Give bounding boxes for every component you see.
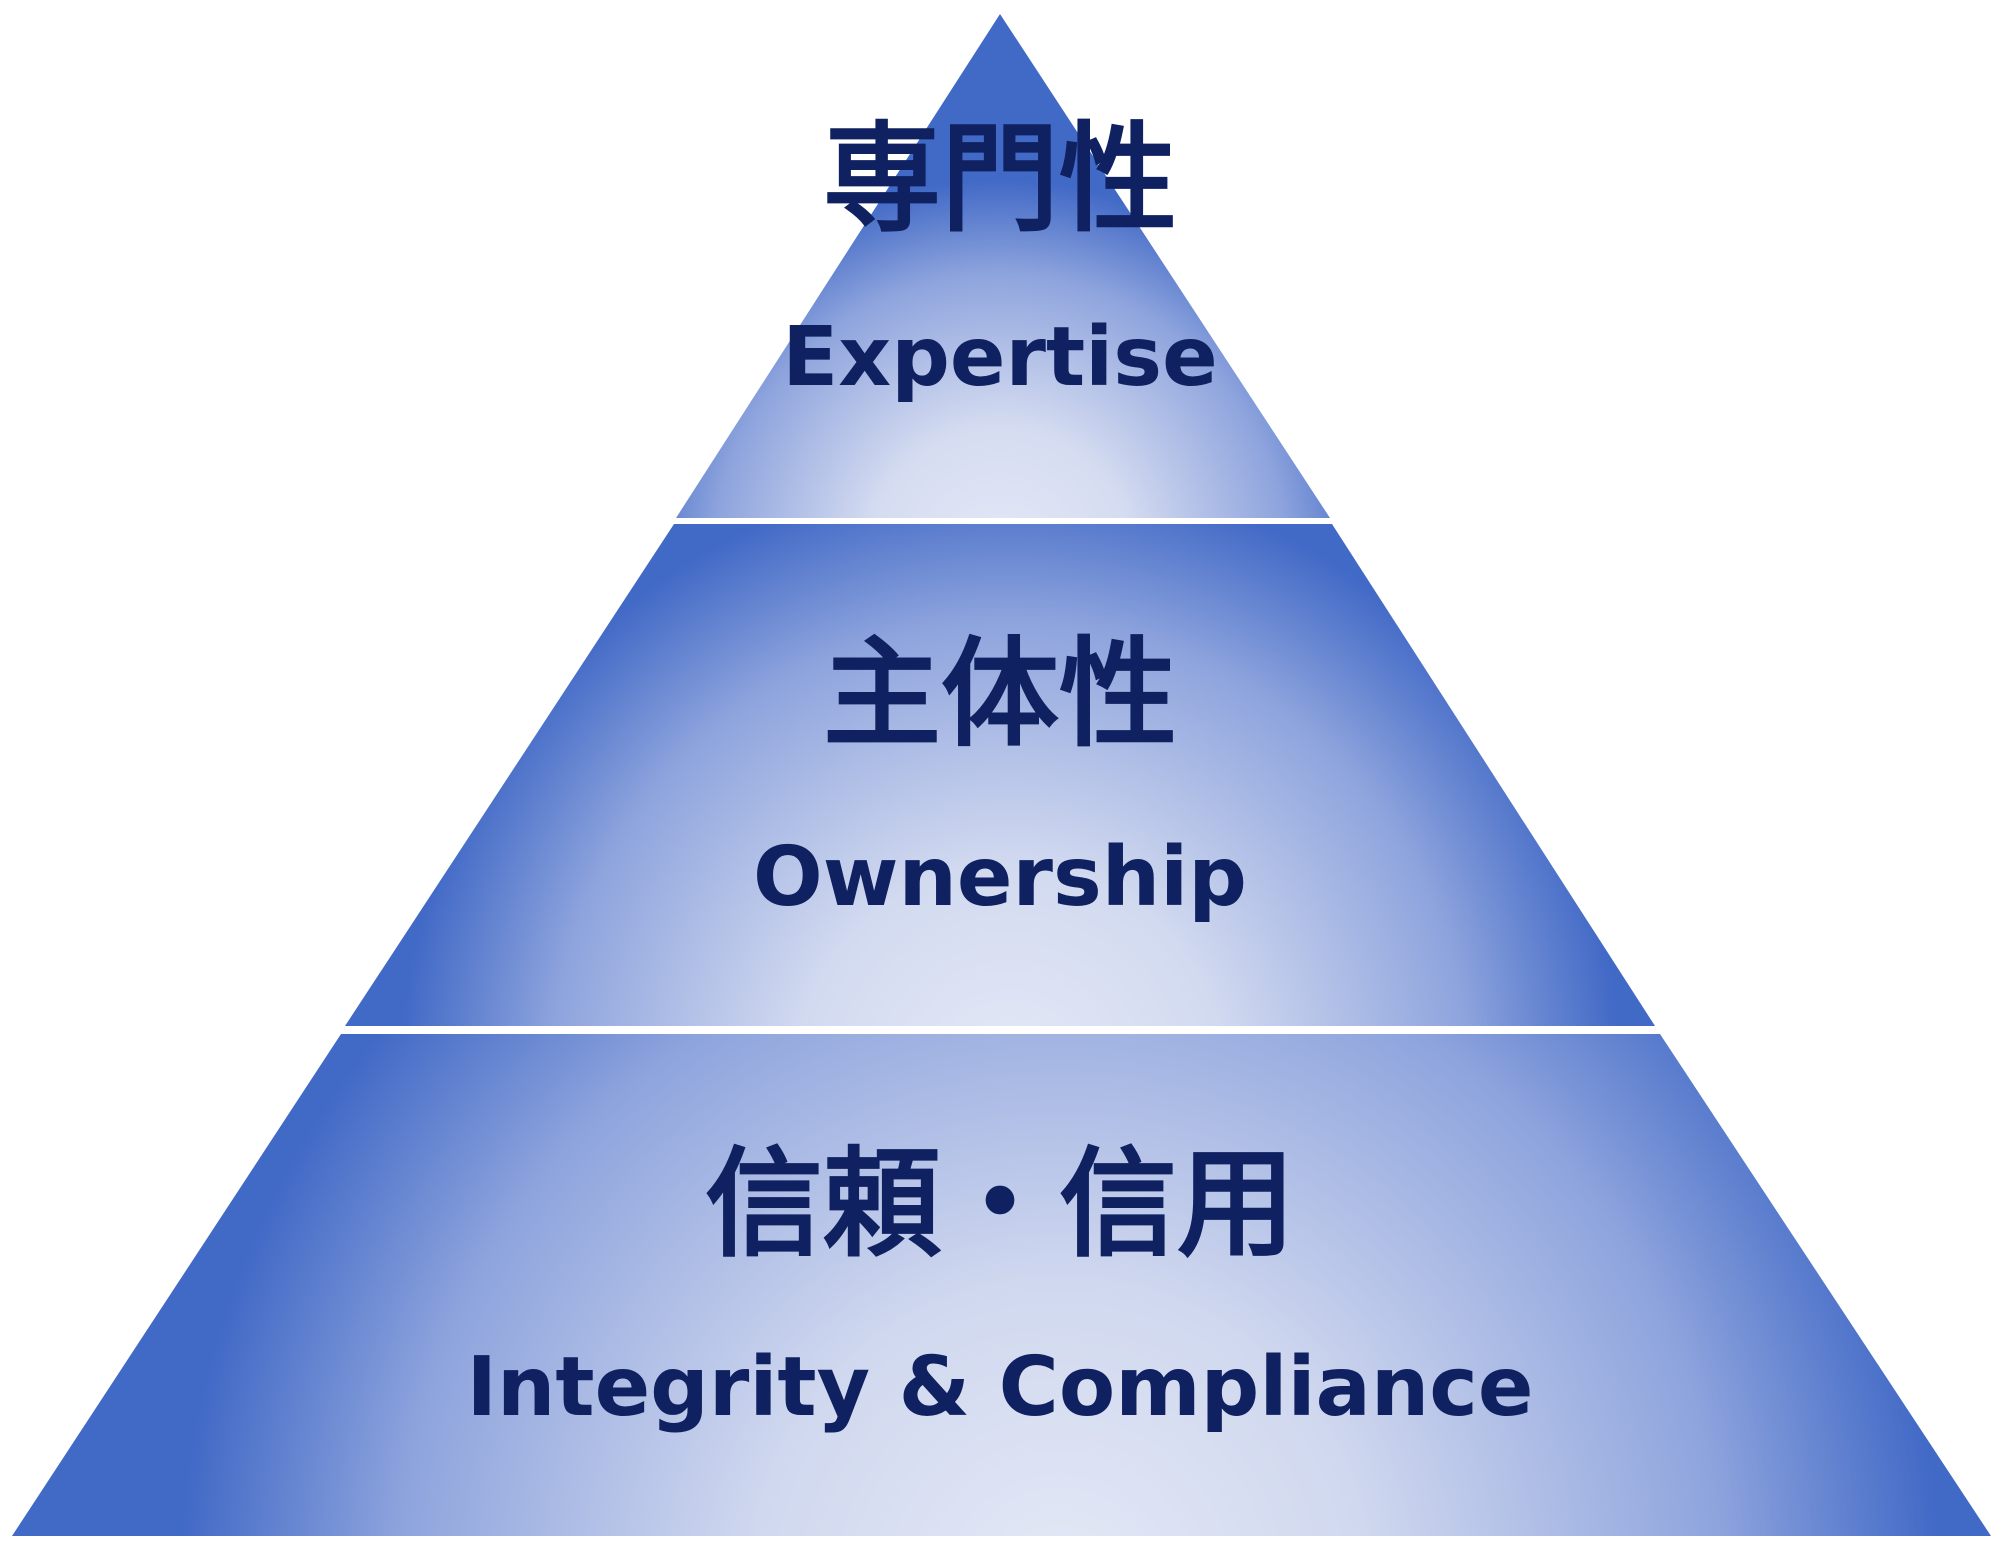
- tier-bottom-title-ja: 信頼・信用: [705, 1135, 1295, 1273]
- pyramid-tier-bottom: [12, 1034, 1991, 1536]
- tier-middle-title-en: Ownership: [753, 830, 1247, 925]
- pyramid-tier-top: [676, 14, 1330, 518]
- tier-top-title-en: Expertise: [782, 310, 1217, 405]
- pyramid-tier-middle: [345, 524, 1655, 1026]
- tier-middle-title-ja: 主体性: [823, 625, 1177, 763]
- tier-top-title-ja: 専門性: [823, 110, 1177, 248]
- tier-bottom-title-en: Integrity & Compliance: [466, 1340, 1533, 1435]
